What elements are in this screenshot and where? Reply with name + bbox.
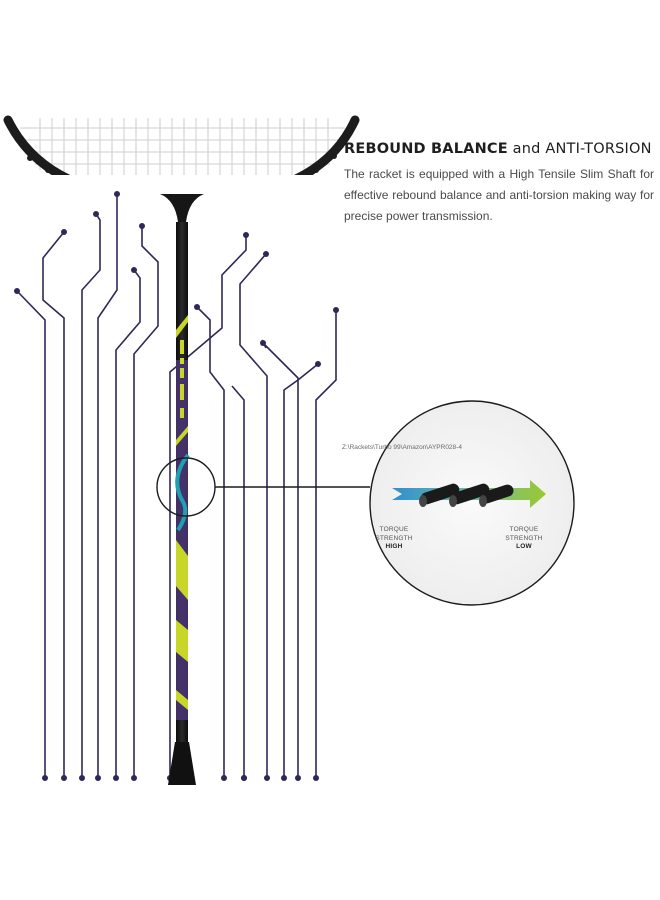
racket-head <box>3 115 360 192</box>
zoom-detail-circle <box>369 400 575 606</box>
torque-label-high: TORQUE STRENGTH HIGH <box>364 526 424 552</box>
feature-title: REBOUND BALANCE and ANTI-TORSION <box>344 139 654 159</box>
circuit-dots <box>14 191 339 781</box>
torque-label-low: TORQUE STRENGTH LOW <box>494 526 554 552</box>
torque-high-level: HIGH <box>385 543 403 550</box>
racket-handle <box>168 742 196 785</box>
racket-throat <box>160 194 204 222</box>
feature-title-bold: REBOUND BALANCE <box>344 141 508 157</box>
brand-mark-icon <box>175 183 186 192</box>
feature-title-rest: and ANTI-TORSION <box>507 141 652 157</box>
twisted-shaft-icon <box>419 483 514 507</box>
torque-high-caption: TORQUE STRENGTH <box>375 526 413 542</box>
racket-strings <box>20 118 345 175</box>
circuit-lines <box>16 194 337 778</box>
torque-low-level: LOW <box>516 543 532 550</box>
torque-low-caption: TORQUE STRENGTH <box>505 526 543 542</box>
racket-frame <box>3 115 360 175</box>
feature-description: The racket is equipped with a High Tensi… <box>344 167 654 223</box>
file-path-label: Z:\Rackets\Turbo 99\Amazon\AYPR028-4 <box>342 444 462 451</box>
racket-shaft <box>175 222 190 742</box>
